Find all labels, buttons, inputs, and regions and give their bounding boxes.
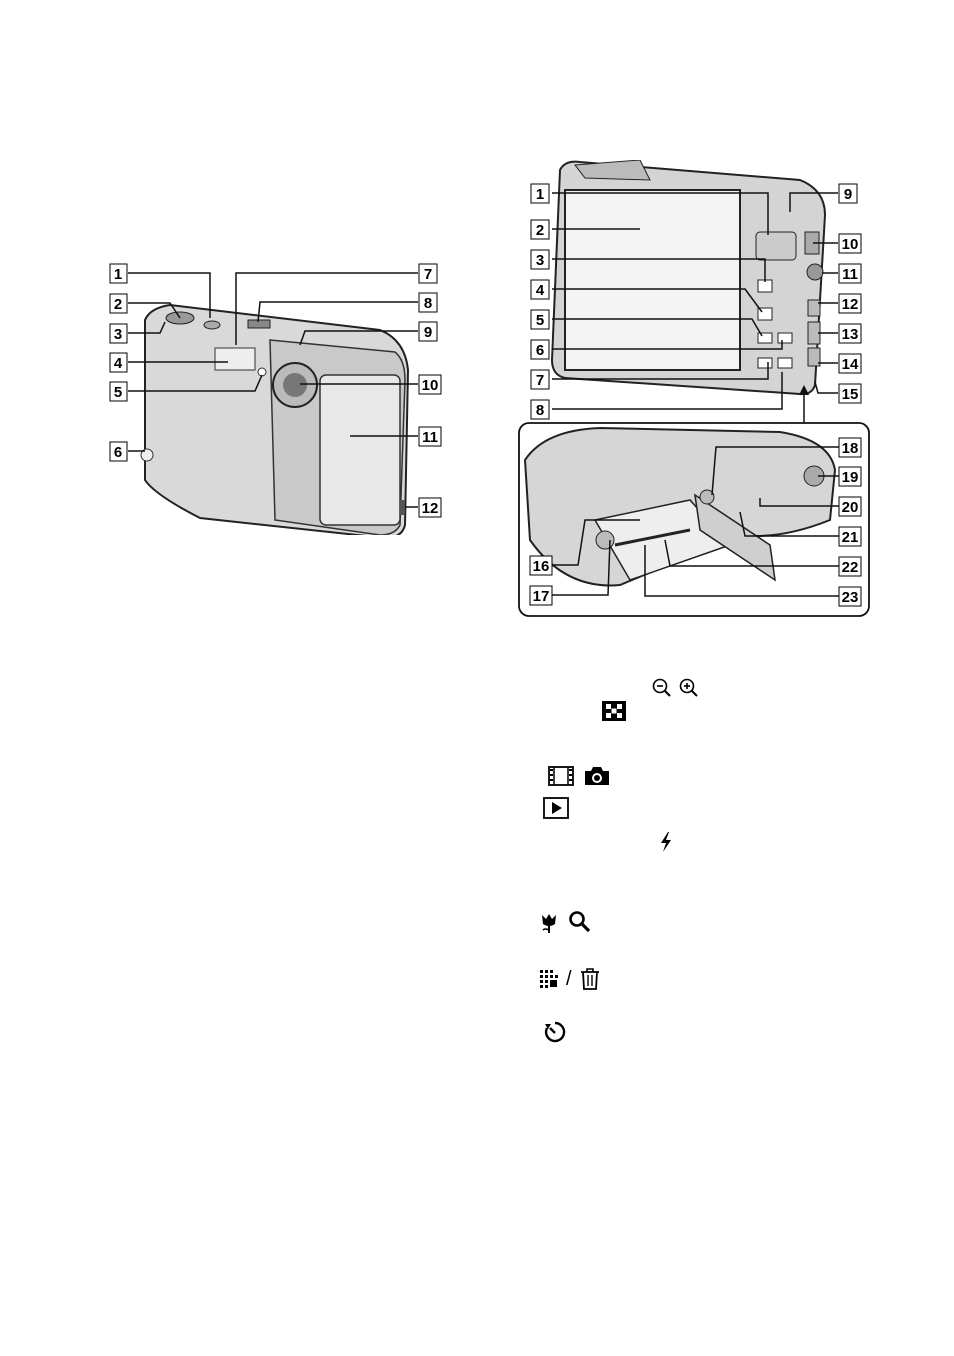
callout-front-5: 5 xyxy=(114,384,122,401)
callout-front-4: 4 xyxy=(114,355,123,372)
callout-back-8: 8 xyxy=(536,402,544,419)
flash-icon xyxy=(659,832,673,852)
callout-front-3: 3 xyxy=(114,326,122,343)
callout-bottom-22: 22 xyxy=(842,559,859,576)
front-callouts-left: 1 2 3 4 5 6 xyxy=(109,263,129,468)
front-view-diagram xyxy=(100,255,460,535)
callout-bottom-18: 18 xyxy=(842,440,859,457)
callout-bottom-20: 20 xyxy=(842,499,859,516)
callout-back-9: 9 xyxy=(844,186,852,203)
back-camera-body xyxy=(552,160,825,394)
callout-bottom-19: 19 xyxy=(842,469,859,486)
inset-arrow xyxy=(797,385,811,425)
callout-back-5: 5 xyxy=(536,312,544,329)
callout-back-10: 10 xyxy=(842,236,859,253)
camera-icon xyxy=(583,765,611,787)
back-callout-boxes-right: 9 10 11 12 13 14 15 xyxy=(838,183,864,408)
callout-back-12: 12 xyxy=(842,296,859,313)
callout-back-6: 6 xyxy=(536,342,544,359)
callout-bottom-17: 17 xyxy=(533,588,550,605)
trash-icon xyxy=(579,967,601,991)
callout-back-4: 4 xyxy=(536,282,545,299)
callout-front-11: 11 xyxy=(422,429,438,446)
callout-back-1: 1 xyxy=(536,186,544,203)
callout-front-7: 7 xyxy=(424,266,432,283)
magnifier-icon xyxy=(568,910,592,934)
back-callout-boxes-left: 1 2 3 4 5 6 7 8 xyxy=(530,183,552,423)
bottom-view-inset xyxy=(518,422,872,618)
callout-back-2: 2 xyxy=(536,222,544,239)
callout-back-13: 13 xyxy=(842,326,859,343)
callout-front-10: 10 xyxy=(422,377,439,394)
callout-back-7: 7 xyxy=(536,372,544,389)
callout-front-12: 12 xyxy=(422,500,439,517)
back-view-diagram xyxy=(525,160,870,410)
callout-back-11: 11 xyxy=(842,266,858,283)
callout-front-8: 8 xyxy=(424,295,432,312)
icon-slash: / xyxy=(566,968,572,991)
image-size-icon xyxy=(539,968,563,990)
zoom-out-icon xyxy=(652,678,672,698)
callout-bottom-16: 16 xyxy=(533,558,550,575)
bottom-callouts-right: 18 19 20 21 22 23 xyxy=(838,437,864,614)
callout-bottom-23: 23 xyxy=(842,589,859,606)
callout-front-9: 9 xyxy=(424,324,432,341)
play-icon xyxy=(543,797,569,819)
bottom-callout-boxes-right: 18 19 20 21 22 23 xyxy=(838,437,864,609)
callout-back-3: 3 xyxy=(536,252,544,269)
zoom-in-icon xyxy=(679,678,699,698)
front-callout-boxes-left: 1 2 3 4 5 6 xyxy=(109,263,129,463)
front-callouts-right: 7 8 9 10 11 12 xyxy=(418,263,442,528)
back-callouts-right: 9 10 11 12 13 14 15 xyxy=(838,183,864,413)
movie-film-icon xyxy=(547,765,575,787)
callout-back-14: 14 xyxy=(842,356,859,373)
macro-tulip-icon xyxy=(538,912,560,934)
callout-front-2: 2 xyxy=(114,296,122,313)
front-camera-body xyxy=(141,305,408,535)
callout-front-6: 6 xyxy=(114,444,122,461)
callout-back-15: 15 xyxy=(842,386,859,403)
index-grid-icon xyxy=(601,700,627,722)
front-callout-boxes-right: 7 8 9 10 11 12 xyxy=(418,263,442,523)
back-callouts-left: 1 2 3 4 5 6 7 8 xyxy=(530,183,552,428)
callout-front-1: 1 xyxy=(114,266,122,283)
bottom-callouts-left: 16 17 xyxy=(529,555,553,612)
self-timer-icon xyxy=(543,1020,567,1044)
callout-bottom-21: 21 xyxy=(842,529,859,546)
bottom-callout-boxes-left: 16 17 xyxy=(529,555,553,607)
